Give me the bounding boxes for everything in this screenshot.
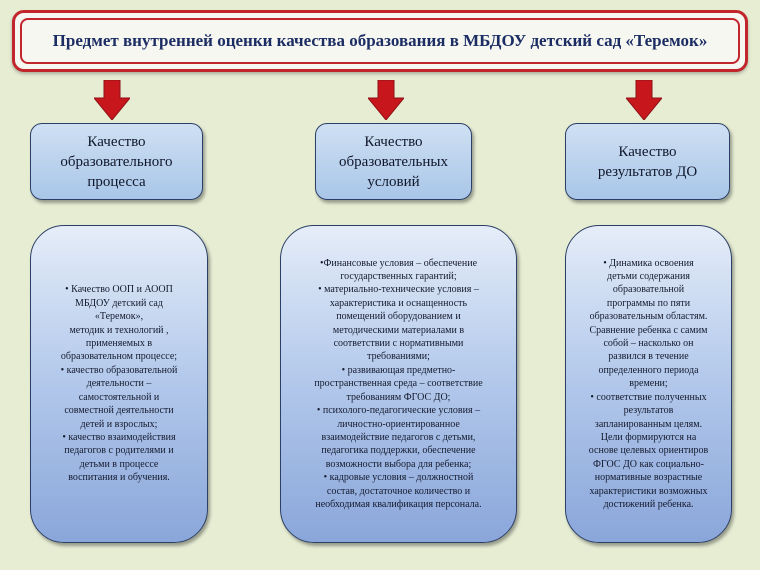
detail-line: МБДОУ детский сад <box>75 297 163 309</box>
detail-line: •Финансовые условия – обеспечение <box>319 257 478 269</box>
heading-box-results: Качество результатов ДО <box>565 123 730 200</box>
detail-line: Сравнение ребенка с самим <box>589 324 708 336</box>
down-arrow-icon <box>626 80 662 120</box>
heading-line: Качество <box>364 133 423 150</box>
detail-line: программы по пяти <box>606 297 691 309</box>
detail-line: личностно-ориентированное <box>337 418 460 430</box>
title-banner: Предмет внутренней оценки качества образ… <box>12 10 748 72</box>
detail-line: образовательным областям. <box>589 311 708 323</box>
detail-line: требованиям ФГОС ДО; <box>346 391 451 403</box>
detail-line: воспитания и обучения. <box>68 472 170 484</box>
detail-line: применяемых в <box>85 338 153 350</box>
heading-line: образовательного <box>60 153 173 170</box>
detail-line: запланированным целям. <box>594 418 703 430</box>
detail-line: определенного периода <box>598 364 699 376</box>
heading-line: Качество <box>618 143 677 160</box>
detail-line: развился в течение <box>608 351 689 363</box>
detail-line: совместной деятельности <box>64 405 174 417</box>
detail-line: Цели формируются на <box>600 431 697 443</box>
heading-line: условий <box>367 173 420 190</box>
detail-line: характеристика и оснащенность <box>329 297 468 309</box>
detail-line: возможности выбора для ребенка; <box>325 458 472 470</box>
detail-line: деятельности – <box>86 378 152 390</box>
detail-line: методическими материалами в <box>332 324 465 336</box>
detail-line: • соответствие полученных <box>590 391 707 403</box>
detail-line: детьми в процессе <box>79 458 159 470</box>
detail-line: основе целевых ориентиров <box>588 445 709 457</box>
detail-line: результатов <box>623 405 674 417</box>
detail-line: достижений ребенка. <box>603 498 694 510</box>
detail-line: требованиями; <box>367 351 430 363</box>
heading-line: процесса <box>87 173 146 190</box>
detail-line: детьми содержания <box>607 271 690 283</box>
heading-box-conditions: Качество образовательных условий <box>315 123 472 200</box>
detail-line: времени; <box>629 378 668 390</box>
detail-line: характеристики возможных <box>589 485 708 497</box>
detail-line: • Качество ООП и АООП <box>65 284 173 296</box>
detail-line: ФГОС ДО как социально- <box>593 458 704 470</box>
detail-line: методик и технологий , <box>69 324 169 336</box>
detail-list-conditions: •Финансовые условия – обеспечение государ… <box>314 257 482 512</box>
detail-line: • качество взаимодействия <box>62 431 176 443</box>
detail-line: взаимодействие педагогов с детьми, <box>321 431 476 443</box>
down-arrow-icon <box>368 80 404 120</box>
detail-line: необходимая квалификация персонала. <box>315 498 482 510</box>
detail-line: государственных гарантий; <box>340 271 457 283</box>
detail-line: «Теремок», <box>94 311 144 323</box>
title-inner-frame: Предмет внутренней оценки качества образ… <box>20 18 740 64</box>
heading-line: результатов ДО <box>597 163 698 180</box>
detail-line: • развивающая предметно- <box>341 364 456 376</box>
detail-line: пространственная среда – соответствие <box>314 378 483 390</box>
detail-line: состав, достаточное количество и <box>326 485 471 497</box>
detail-line: образовательной <box>612 284 685 296</box>
down-arrow-icon <box>94 80 130 120</box>
detail-line: педагогика поддержки, обеспечение <box>321 445 476 457</box>
detail-line: помещений оборудованием и <box>336 311 461 323</box>
detail-line: детей и взрослых; <box>80 418 158 430</box>
heading-conditions: Качество образовательных условий <box>339 132 448 192</box>
heading-line: образовательных <box>339 153 448 170</box>
detail-line: самостоятельной и <box>78 391 160 403</box>
detail-line: соответствии с нормативными <box>333 338 464 350</box>
detail-line: • Динамика освоения <box>603 257 694 269</box>
detail-line: нормативные возрастные <box>594 472 703 484</box>
detail-line: • материально-технические условия – <box>318 284 479 296</box>
heading-line: Качество <box>87 133 146 150</box>
heading-process: Качество образовательного процесса <box>60 132 172 192</box>
detail-line: • психолого-педагогические условия – <box>316 405 481 417</box>
detail-line: собой – насколько он <box>603 338 694 350</box>
detail-line: • качество образовательной <box>60 364 178 376</box>
detail-box-conditions: •Финансовые условия – обеспечение государ… <box>280 225 517 543</box>
heading-box-process: Качество образовательного процесса <box>30 123 203 200</box>
page-title: Предмет внутренней оценки качества образ… <box>52 31 708 50</box>
heading-results: Качество результатов ДО <box>598 142 697 182</box>
detail-line: • кадровые условия – должностной <box>323 472 474 484</box>
detail-line: образовательном процессе; <box>60 351 178 363</box>
detail-line: педагогов с родителями и <box>64 445 174 457</box>
